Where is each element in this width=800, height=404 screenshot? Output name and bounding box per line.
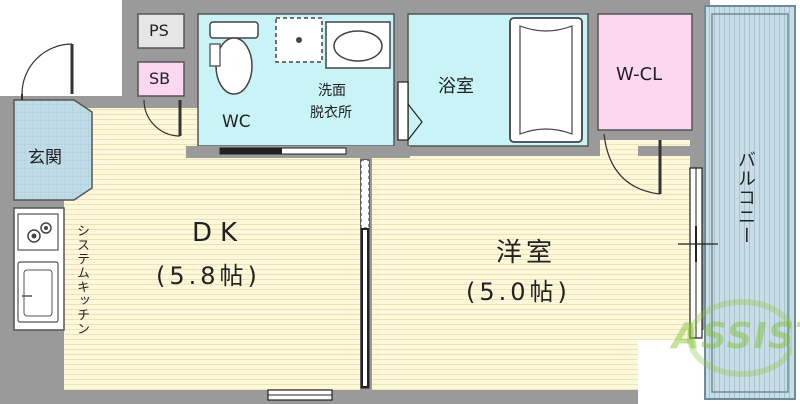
balcony-label: バルコニー [735,150,756,245]
dk-size-label: (5.8帖) [156,262,261,290]
assist-logo: ASSIST [672,298,800,378]
dk-name-label: DK [192,218,246,248]
ps-closet [137,13,185,49]
toilet-tank [209,21,259,39]
wc-label: WC [222,112,251,132]
western-size-label: (5.0帖) [466,278,571,306]
entrance-area [13,99,93,201]
bath-door [397,81,409,141]
western-room-floor [372,156,638,390]
logo-text: ASSIST [672,316,800,357]
wcl-door-swing [603,133,661,195]
sb-label: SB [149,69,171,88]
wcl-label: W-CL [616,64,663,85]
walk-in-closet [597,13,693,131]
entrance-door-swing [21,43,73,95]
ps-label: PS [149,21,169,40]
bath-label: 浴室 [438,76,474,97]
western-name-label: 洋室 [496,238,557,268]
entrance-label: 玄関 [28,148,62,168]
balcony-area [704,5,796,400]
sb-door-swing [143,99,181,137]
washroom-label-line2: 脱衣所 [310,105,352,121]
washroom-label-line1: 洗面 [318,83,346,99]
toilet-bowl [215,37,253,95]
sb-closet [137,61,185,97]
kitchen-label: システムキッチン [74,224,89,336]
